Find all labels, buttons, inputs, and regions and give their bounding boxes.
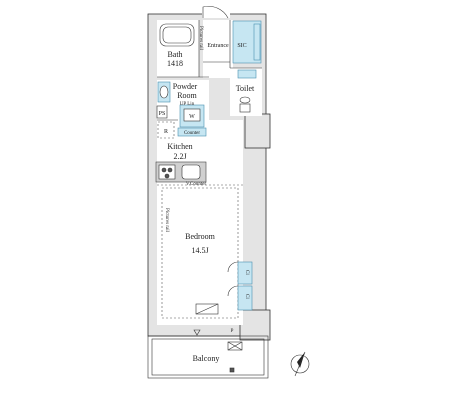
- v-counter-label: V.Counter: [186, 182, 207, 187]
- entrance-door-gap: [202, 10, 230, 18]
- bath-label: Bath: [167, 50, 182, 59]
- balcony-hatch-diagonal: [227, 341, 243, 351]
- structural-column: [244, 113, 271, 149]
- bedroom-floor: [157, 185, 243, 325]
- ps-box: [156, 105, 168, 119]
- washer-unit: [183, 108, 201, 122]
- north-compass-needle: [294, 351, 306, 377]
- structural-column: [239, 309, 271, 341]
- kitchen-sink: [181, 164, 201, 180]
- bath-size: 1418: [167, 59, 183, 68]
- toilet-bowl-base: [239, 103, 251, 113]
- toilet-cabinet: [237, 69, 257, 79]
- closet-door-swing: [227, 285, 239, 297]
- ps-label: PS: [159, 111, 166, 117]
- pictures-rail-vertical-left: Pictures rail: [164, 208, 169, 233]
- powder-room-label-line1: Powder: [173, 82, 198, 91]
- stove-burner: [161, 167, 167, 173]
- bedroom-label: Bedroom: [185, 232, 216, 241]
- entrance-label: Entrance: [207, 43, 229, 49]
- closet-cl-upper-label: Cl: [244, 270, 249, 275]
- window-sash-diagonal: [195, 303, 219, 315]
- closet-door-swing: [227, 261, 239, 273]
- counter-shelf: [177, 127, 207, 137]
- counter-label: Counter: [184, 131, 200, 136]
- washbasin: [159, 85, 169, 99]
- balcony-outline: [147, 335, 269, 379]
- sic-shelf: [253, 23, 261, 61]
- north-compass-ring: [290, 354, 310, 374]
- kitchen-label: Kitchen: [167, 142, 192, 151]
- refrigerator-space: [157, 121, 175, 139]
- north-compass-icon: [297, 352, 305, 368]
- closet-cl-lower-label: Cl: [244, 294, 249, 299]
- sic-label: SIC: [237, 43, 246, 49]
- closet-cl-upper: [237, 261, 253, 285]
- closet-cl-lower: [237, 285, 253, 311]
- balcony-opening-marker: [193, 329, 201, 336]
- kitchen-size: 2.2J: [173, 152, 186, 161]
- pictures-rail-vertical-top: Pictures rail: [198, 26, 203, 51]
- stove-burner: [164, 173, 170, 179]
- washer-label: W: [189, 114, 195, 120]
- pictures-rail: [161, 187, 239, 319]
- balcony-drain: [229, 367, 235, 373]
- up-lin-label: UP Lin: [180, 102, 195, 107]
- powder-room-label-line2: Room: [177, 91, 197, 100]
- bedroom-size: 14.5J: [191, 246, 208, 255]
- stove-burner: [167, 167, 173, 173]
- toilet-tank: [239, 96, 251, 104]
- balcony-label: Balcony: [193, 354, 220, 363]
- p-label: P: [231, 329, 234, 334]
- toilet-label: Toilet: [236, 84, 255, 93]
- refrigerator-label: R: [164, 129, 168, 135]
- bath-tub-inner: [162, 26, 192, 44]
- entrance-door-swing: [202, 6, 229, 19]
- entrance-floor: [203, 20, 233, 78]
- balcony-inner: [151, 338, 265, 376]
